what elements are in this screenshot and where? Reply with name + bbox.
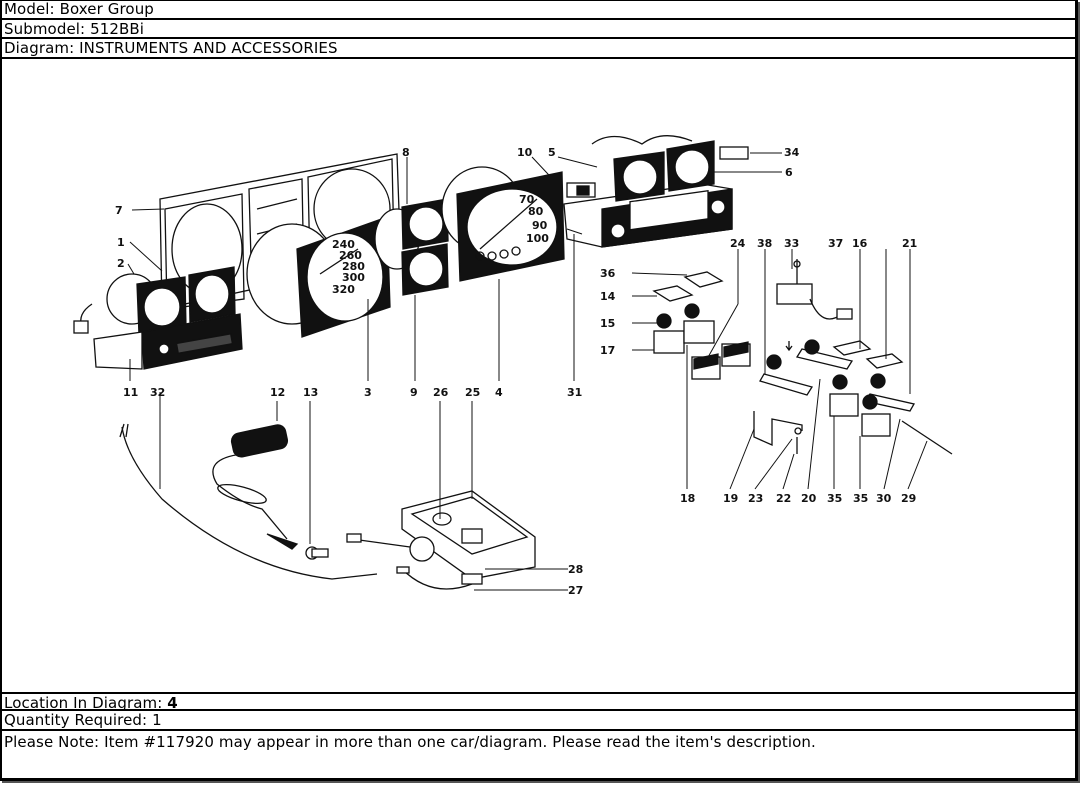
callout-37: 37 <box>828 237 843 250</box>
callout-32: 32 <box>150 386 165 399</box>
diagram-value: INSTRUMENTS AND ACCESSORIES <box>79 39 338 57</box>
submodel-label: Submodel: <box>4 20 86 38</box>
note-text: Please Note: Item #117920 may appear in … <box>4 733 816 751</box>
model-row: Model: Boxer Group <box>0 0 1076 20</box>
callout-35a: 35 <box>827 492 842 505</box>
callout-27: 27 <box>568 584 583 597</box>
callout-6: 6 <box>785 166 793 179</box>
callout-11: 11 <box>123 386 138 399</box>
callout-20: 20 <box>801 492 817 505</box>
speedo-mark: 80 <box>528 205 544 218</box>
tach-mark: 320 <box>332 283 355 296</box>
lamp-12 <box>212 424 299 550</box>
leader-lines <box>127 152 928 591</box>
callout-30: 30 <box>876 492 892 505</box>
diagram-label: Diagram: <box>4 39 75 57</box>
callout-16: 16 <box>852 237 868 250</box>
callout-4: 4 <box>495 386 503 399</box>
callout-13: 13 <box>303 386 318 399</box>
speedo-mark: 70 <box>519 193 535 206</box>
tach-mark: 280 <box>342 260 365 273</box>
callout-24: 24 <box>730 237 746 250</box>
quantity-row: Quantity Required: 1 <box>0 711 1076 731</box>
tach-marks: 240 260 280 300 320 <box>332 238 365 296</box>
callout-35b: 35 <box>853 492 868 505</box>
callout-2: 2 <box>117 257 125 270</box>
speedo-marks: 70 80 90 100 <box>519 193 549 245</box>
callout-8: 8 <box>402 146 410 159</box>
tachometer <box>246 216 391 338</box>
tach-mark: 300 <box>342 271 365 284</box>
parts-diagram: 1 2 3 4 5 6 7 8 9 10 11 12 13 14 16 15 1… <box>2 59 1073 692</box>
quantity-value: 1 <box>152 711 162 729</box>
diagram-row: Diagram: INSTRUMENTS AND ACCESSORIES <box>0 39 1076 59</box>
location-label: Location In Diagram: <box>4 694 163 712</box>
callout-21: 21 <box>902 237 917 250</box>
parts-diagram-svg: 1 2 3 4 5 6 7 8 9 10 11 12 13 14 16 15 1… <box>73 135 953 597</box>
speedo-mark: 100 <box>526 232 549 245</box>
note-row: Please Note: Item #117920 may appear in … <box>0 731 1076 781</box>
callout-14: 14 <box>600 290 616 303</box>
callout-26: 26 <box>433 386 449 399</box>
socket-13 <box>305 546 329 560</box>
cable-32 <box>119 423 378 580</box>
callout-29: 29 <box>901 492 916 505</box>
callout-3: 3 <box>364 386 372 399</box>
callout-7: 7 <box>115 204 123 217</box>
quantity-label: Quantity Required: <box>4 711 148 729</box>
speedo-mark: 90 <box>532 219 548 232</box>
location-value: 4 <box>167 694 178 712</box>
callout-18: 18 <box>680 492 695 505</box>
callout-28: 28 <box>568 563 583 576</box>
callout-10: 10 <box>517 146 533 159</box>
model-label: Model: <box>4 0 55 18</box>
callout-12: 12 <box>270 386 285 399</box>
small-gauges-8-9 <box>374 198 449 296</box>
gauges-1-2 <box>73 266 236 336</box>
tach-mark: 260 <box>339 249 362 262</box>
callout-34: 34 <box>784 146 800 159</box>
callout-33: 33 <box>784 237 799 250</box>
callout-38: 38 <box>757 237 772 250</box>
callout-19: 19 <box>723 492 738 505</box>
callout-22: 22 <box>776 492 791 505</box>
callout-17: 17 <box>600 344 615 357</box>
callout-15: 15 <box>600 317 615 330</box>
location-row: Location In Diagram: 4 <box>0 692 1076 712</box>
callout-5: 5 <box>548 146 556 159</box>
speedometer <box>441 166 565 282</box>
radio <box>563 183 733 248</box>
callout-labels: 1 2 3 4 5 6 7 8 9 10 11 12 13 14 16 15 1… <box>115 146 917 597</box>
gauges-5-6 <box>566 135 749 202</box>
switches <box>652 259 953 455</box>
callout-23: 23 <box>748 492 763 505</box>
tach-mark: 240 <box>332 238 355 251</box>
callout-9: 9 <box>410 386 418 399</box>
callout-31: 31 <box>567 386 582 399</box>
callout-36: 36 <box>600 267 616 280</box>
callout-25: 25 <box>465 386 480 399</box>
submodel-value: 512BBi <box>90 20 145 38</box>
submodel-row: Submodel: 512BBi <box>0 20 1076 39</box>
callout-1: 1 <box>117 236 125 249</box>
model-value: Boxer Group <box>59 0 154 18</box>
